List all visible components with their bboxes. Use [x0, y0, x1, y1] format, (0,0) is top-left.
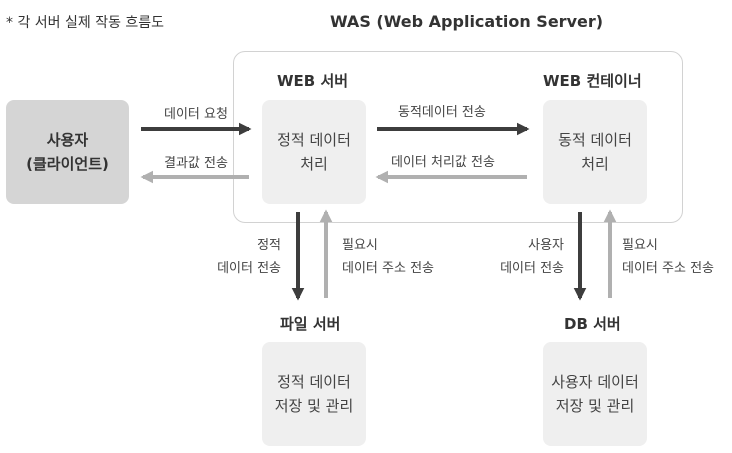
- web-container-box-label: 동적 데이터 처리: [558, 131, 632, 173]
- file-server-node: 정적 데이터 저장 및 관리: [262, 342, 366, 446]
- label-static-data-send: 정적 데이터 전송: [217, 238, 281, 276]
- file-server-box-label: 정적 데이터 저장 및 관리: [274, 373, 354, 415]
- label-db-addr: 필요시 데이터 주소 전송: [622, 238, 714, 276]
- file-server-title: 파일 서버: [280, 315, 341, 333]
- diagram-note: * 각 서버 실제 작동 흐름도: [6, 15, 165, 31]
- client-label: 사용자 (클라이언트): [26, 131, 109, 173]
- web-server-box-label: 정적 데이터 처리: [277, 131, 351, 173]
- web-container-title: WEB 컨테이너: [543, 72, 642, 90]
- label-dynamic-send: 동적데이터 전송: [398, 105, 486, 120]
- label-user-data-send: 사용자 데이터 전송: [500, 238, 564, 276]
- web-server-title: WEB 서버: [277, 72, 349, 90]
- client-node: 사용자 (클라이언트): [6, 100, 129, 204]
- db-server-node: 사용자 데이터 저장 및 관리: [543, 342, 647, 446]
- web-server-node: 정적 데이터 처리: [262, 100, 366, 204]
- was-title: WAS (Web Application Server): [330, 12, 604, 31]
- label-processed-send: 데이터 처리값 전송: [391, 155, 495, 170]
- label-result-send: 결과값 전송: [164, 156, 228, 171]
- web-container-node: 동적 데이터 처리: [543, 100, 647, 204]
- label-data-request: 데이터 요청: [164, 107, 228, 122]
- label-file-addr: 필요시 데이터 주소 전송: [342, 238, 434, 276]
- db-server-title: DB 서버: [564, 315, 621, 333]
- db-server-box-label: 사용자 데이터 저장 및 관리: [551, 373, 639, 415]
